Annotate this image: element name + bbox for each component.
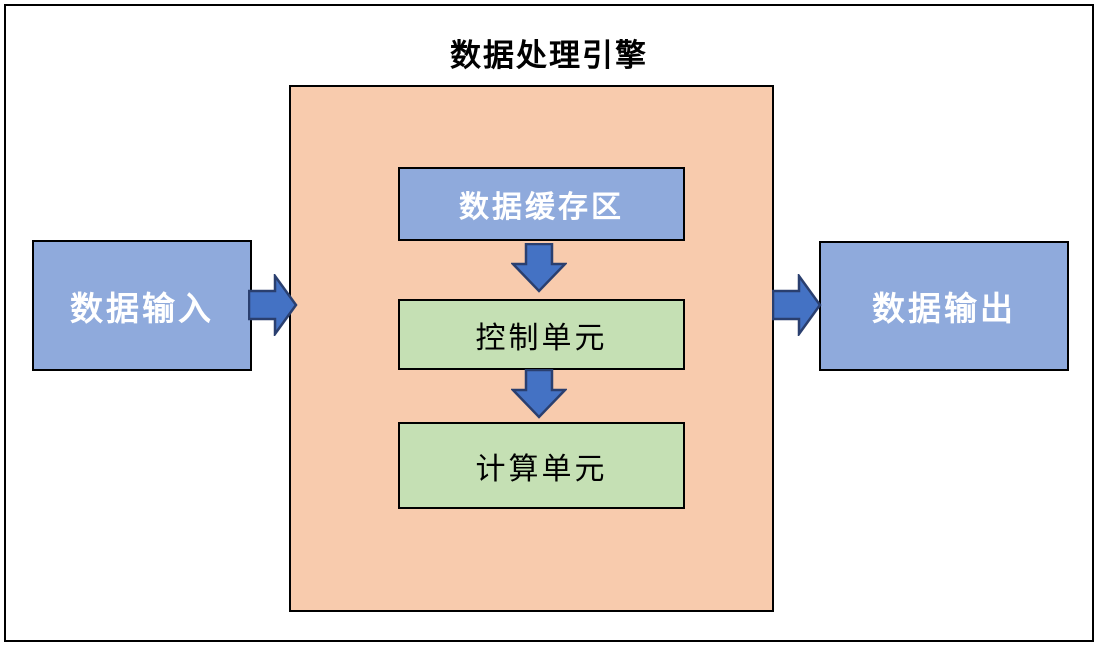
arrow-input-to-engine-shape: [248, 274, 298, 336]
arrow-engine-to-output-icon: [772, 274, 822, 336]
node-control-unit-label: 控制单元: [475, 320, 608, 356]
arrow-control-to-compute-shape: [511, 369, 567, 419]
node-data-buffer: 数据缓存区: [398, 167, 685, 241]
arrow-engine-to-output-shape: [772, 274, 822, 336]
arrow-buffer-to-control-icon: [511, 243, 567, 293]
arrow-control-to-compute-icon: [511, 369, 567, 419]
node-data-output-label: 数据输出: [872, 289, 1016, 328]
diagram-title: 数据处理引擎: [450, 38, 648, 74]
node-compute-unit: 计算单元: [398, 422, 685, 509]
node-compute-unit-label: 计算单元: [475, 451, 608, 487]
diagram-frame: 数据处理引擎 数据输入 数据输出 数据缓存区 控制单元 计算单元: [4, 4, 1094, 642]
arrow-input-to-engine-icon: [248, 274, 298, 336]
node-data-input-label: 数据输入: [70, 288, 214, 328]
node-data-input: 数据输入: [32, 240, 252, 371]
node-data-output: 数据输出: [819, 241, 1069, 371]
node-control-unit: 控制单元: [398, 299, 685, 370]
arrow-buffer-to-control-shape: [511, 243, 567, 293]
node-data-buffer-label: 数据缓存区: [459, 190, 624, 225]
